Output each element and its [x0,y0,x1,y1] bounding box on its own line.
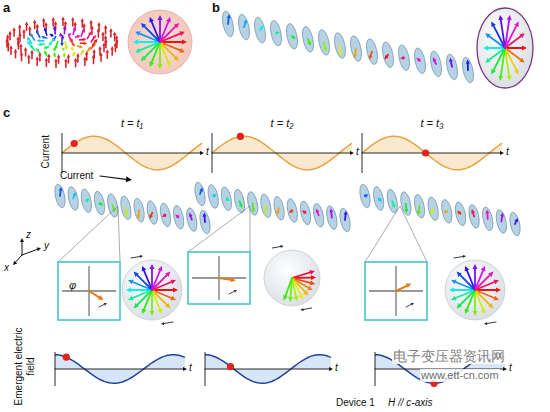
panel-letter: c [3,106,10,121]
time-title: t = t₂ [271,117,294,130]
axis-label: x [4,262,9,274]
watermark: www.ett-cn.com [420,369,500,382]
axis-label: t [356,146,359,158]
angle-label: φ [69,279,76,292]
axis-label: t [206,146,209,158]
axis-label: t [506,146,509,158]
panel-letter: b [212,1,220,16]
axis-label: z [26,229,31,241]
field-label: H // c-axis [388,397,432,409]
time-title: t = t₁ [121,117,143,130]
watermark: 电子变压器资讯网 [392,348,506,364]
current-label: Current [60,170,93,182]
axis-label: y [44,240,49,252]
panel-letter: a [3,1,10,16]
axis-label: t [509,362,512,374]
axis-title: Emergent electric field [13,324,36,408]
axis-title: Current [40,135,52,168]
axis-label: t [335,362,338,374]
axis-label: t [189,362,192,374]
device-label: Device 1 [336,397,375,409]
time-title: t = t₃ [420,117,443,130]
